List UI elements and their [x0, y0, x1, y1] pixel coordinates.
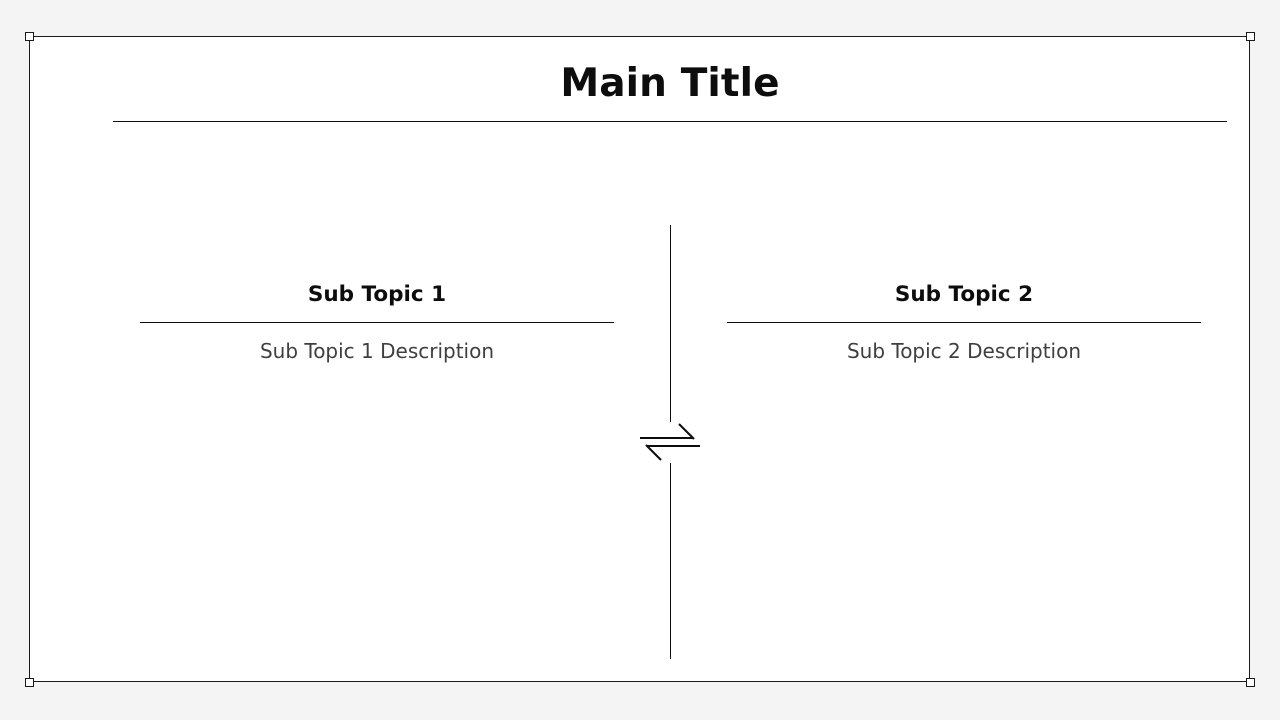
center-divider-upper — [670, 225, 671, 422]
page-title[interactable]: Main Title — [560, 61, 780, 106]
resize-handle-top-left[interactable] — [24, 31, 34, 41]
resize-handle-top-right[interactable] — [1245, 31, 1255, 41]
sub-topic-1-description[interactable]: Sub Topic 1 Description — [259, 338, 495, 363]
equilibrium-arrows-icon[interactable] — [638, 419, 702, 465]
slide-surface[interactable]: Main Title Sub Topic 1 Sub Topic 1 Descr… — [29, 36, 1250, 682]
sub-topic-column-1[interactable]: Sub Topic 1 Sub Topic 1 Description — [140, 282, 614, 365]
title-divider-rule — [113, 120, 1227, 122]
sub-topic-2-rule — [727, 321, 1201, 323]
resize-handle-bottom-left[interactable] — [24, 677, 34, 687]
equilibrium-arrows-glyph — [640, 423, 700, 461]
sub-topic-1-rule — [140, 321, 614, 323]
title-block[interactable]: Main Title — [113, 61, 1227, 122]
sub-topic-2-description[interactable]: Sub Topic 2 Description — [846, 338, 1082, 363]
sub-topic-2-heading[interactable]: Sub Topic 2 — [894, 282, 1034, 307]
center-divider-lower — [670, 463, 671, 659]
sub-topic-column-2[interactable]: Sub Topic 2 Sub Topic 2 Description — [727, 282, 1201, 365]
sub-topic-1-heading[interactable]: Sub Topic 1 — [307, 282, 447, 307]
resize-handle-bottom-right[interactable] — [1245, 677, 1255, 687]
